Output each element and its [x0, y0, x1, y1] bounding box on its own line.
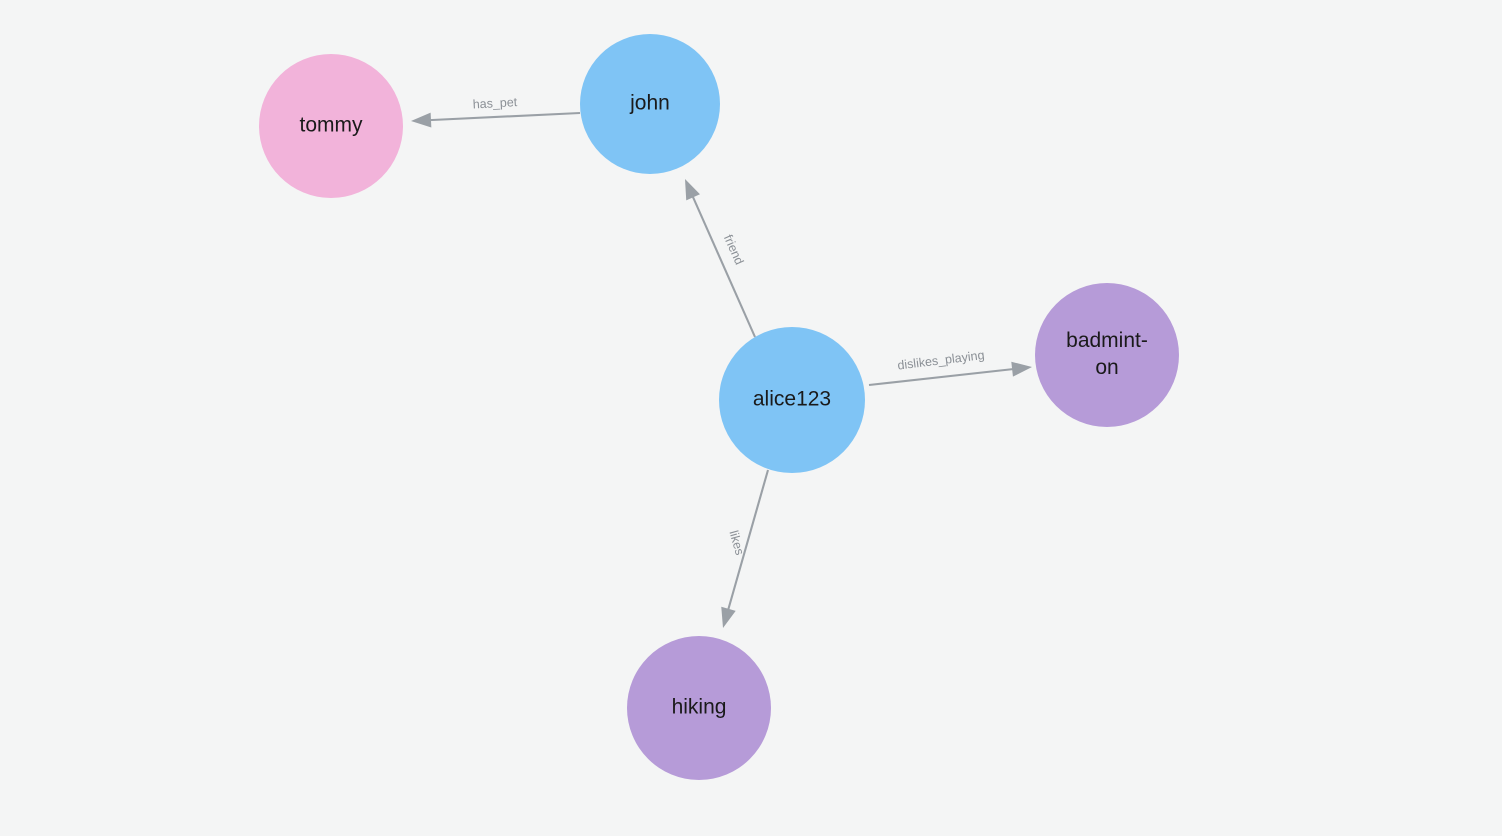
graph-node-john[interactable]: john	[580, 34, 720, 174]
node-label: badmint-	[1066, 329, 1148, 352]
nodes-layer: tommy john alice123 badmint-on hiking	[259, 34, 1179, 780]
graph-edge[interactable]: dislikes_playing	[868, 348, 1032, 387]
graph-edge[interactable]: friend	[685, 179, 756, 338]
edge-label: dislikes_playing	[897, 348, 986, 373]
edge-arrowhead	[1011, 361, 1032, 377]
edge-line	[726, 469, 770, 613]
node-circle[interactable]	[627, 636, 771, 780]
edge-line	[426, 111, 581, 122]
node-circle[interactable]	[1035, 283, 1179, 427]
edge-arrowhead	[411, 112, 432, 128]
graph-node-badminton[interactable]: badmint-on	[1035, 283, 1179, 427]
graph-node-hiking[interactable]: hiking	[627, 636, 771, 780]
edge-label: friend	[721, 233, 747, 267]
node-label: hiking	[672, 696, 727, 719]
node-circle[interactable]	[719, 327, 865, 473]
graph-node-alice123[interactable]: alice123	[719, 327, 865, 473]
edge-line	[690, 193, 756, 338]
node-circle[interactable]	[580, 34, 720, 174]
node-label: john	[629, 92, 670, 115]
edge-arrowhead	[721, 606, 736, 628]
graph-node-tommy[interactable]: tommy	[259, 54, 403, 198]
node-circle[interactable]	[259, 54, 403, 198]
node-label: on	[1095, 356, 1118, 379]
node-label: alice123	[753, 388, 831, 411]
node-label: tommy	[300, 114, 364, 137]
graph-edge[interactable]: has_pet	[411, 95, 581, 128]
edge-label: likes	[726, 529, 746, 557]
edge-line	[868, 367, 1017, 387]
edge-label: has_pet	[472, 95, 518, 111]
edge-arrowhead	[685, 179, 700, 201]
graph-edge[interactable]: likes	[721, 469, 770, 628]
